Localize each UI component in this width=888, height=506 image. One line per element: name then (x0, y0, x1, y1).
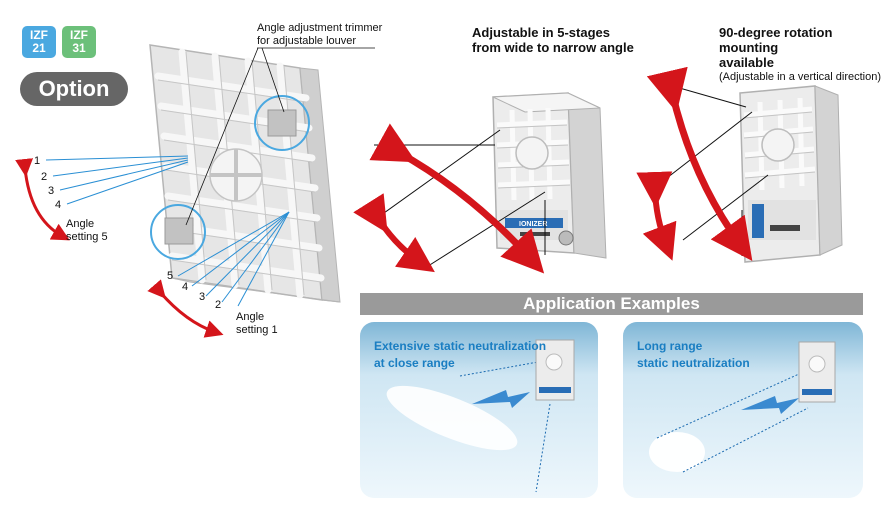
angle-arrow-middle-narrow (353, 193, 435, 273)
angle-number: 3 (48, 185, 55, 197)
panel-left-line2: at close range (374, 356, 455, 370)
badge-line1: IZF (70, 28, 88, 42)
angle-lines-bottom (177, 211, 290, 307)
angle-arrow-right-wide (646, 66, 753, 261)
angle-setting-1-label: Angle setting 1 (236, 311, 278, 337)
headline-middle-line2: from wide to narrow angle (472, 40, 634, 55)
badge-line2: 31 (72, 41, 86, 55)
model-badge-izf31: IZF 31 (62, 26, 96, 58)
ionizer-right (739, 85, 843, 263)
louver-bracket (149, 44, 341, 303)
angle-number: 2 (215, 299, 222, 311)
trimmer-label-line2: for adjustable louver (257, 35, 357, 47)
angle-setting-1-line2: setting 1 (236, 324, 278, 336)
angle-setting-5-label: Angle setting 5 (66, 218, 108, 244)
headline-right-line1: 90-degree rotation mounting (719, 25, 833, 55)
angle-number: 4 (55, 199, 62, 211)
panel-illustration (649, 341, 836, 473)
angle-number: 3 (199, 291, 206, 303)
angle-number: 1 (34, 155, 41, 167)
headline-right-sub: (Adjustable in a vertical direction) (719, 71, 882, 83)
angle-arrow-right-narrow (636, 171, 677, 261)
angle-arrow-bottom (147, 279, 224, 338)
angle-number: 2 (41, 171, 48, 183)
application-panel-close-range: Extensive static neutralization at close… (360, 322, 598, 498)
angle-arrow-middle-wide (369, 123, 545, 274)
headline-right-line2: available (719, 55, 774, 70)
panel-right-text: Long range static neutralization (637, 338, 750, 372)
model-badge-izf21: IZF 21 (22, 26, 56, 58)
angle-lines-top (45, 155, 189, 205)
panel-left-text: Extensive static neutralization at close… (374, 338, 546, 372)
badge-line2: 21 (32, 41, 46, 55)
angle-number: 5 (167, 270, 174, 282)
trimmer-highlight-top (254, 95, 310, 151)
trimmer-highlight-bottom (150, 204, 206, 260)
angle-arrow-left (15, 158, 70, 241)
angle-setting-5-line1: Angle (66, 218, 95, 230)
application-panel-long-range: Long range static neutralization (623, 322, 863, 498)
badge-line1: IZF (30, 28, 48, 42)
panel-right-line1: Long range (637, 339, 703, 353)
trimmer-label-line1: Angle adjustment trimmer (257, 22, 383, 34)
headline-right: 90-degree rotation mounting available (A… (719, 25, 888, 85)
application-examples-title: Application Examples (360, 293, 863, 315)
angle-number: 4 (182, 281, 189, 293)
angle-setting-5-line2: setting 5 (66, 231, 108, 243)
panel-right-line2: static neutralization (637, 356, 750, 370)
panel-left-line1: Extensive static neutralization (374, 339, 547, 353)
angle-setting-1-line1: Angle (236, 311, 265, 323)
device-brand-middle: IONIZER (519, 221, 547, 228)
headline-middle-line1: Adjustable in 5-stages (472, 25, 610, 40)
panel-illustration (386, 339, 575, 493)
trimmer-label: Angle adjustment trimmer for adjustable … (257, 22, 382, 48)
option-label: Option (20, 72, 128, 106)
headline-middle: Adjustable in 5-stages from wide to narr… (472, 25, 634, 55)
